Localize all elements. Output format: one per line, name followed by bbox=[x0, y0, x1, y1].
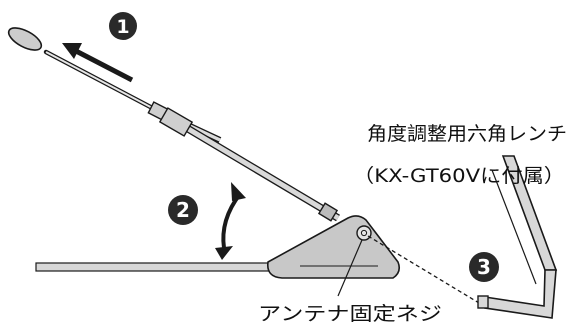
step-badge-1: 1 bbox=[109, 12, 137, 40]
step-badge-3: 3 bbox=[469, 252, 499, 282]
antenna-rod bbox=[7, 27, 340, 222]
step2-rotate-arrow bbox=[215, 182, 246, 260]
step-number: 3 bbox=[477, 255, 491, 279]
cable bbox=[35, 262, 271, 272]
wrench-leader bbox=[491, 169, 537, 285]
alignment-dashes bbox=[367, 235, 485, 307]
step-number: 1 bbox=[116, 16, 129, 38]
step-number: 2 bbox=[176, 198, 190, 222]
wrench-label-line2: （KX-GT60Vに付属） bbox=[353, 165, 565, 187]
step1-arrow bbox=[62, 43, 134, 83]
screw-icon bbox=[356, 225, 372, 241]
step-badge-2: 2 bbox=[168, 195, 198, 225]
antenna-base bbox=[266, 215, 400, 279]
hex-wrench-icon bbox=[477, 155, 558, 319]
screw-leader bbox=[337, 239, 363, 297]
wrench-label-line1: 角度調整用六角レンチ bbox=[367, 123, 567, 145]
screw-label: アンテナ固定ネジ bbox=[258, 303, 442, 325]
